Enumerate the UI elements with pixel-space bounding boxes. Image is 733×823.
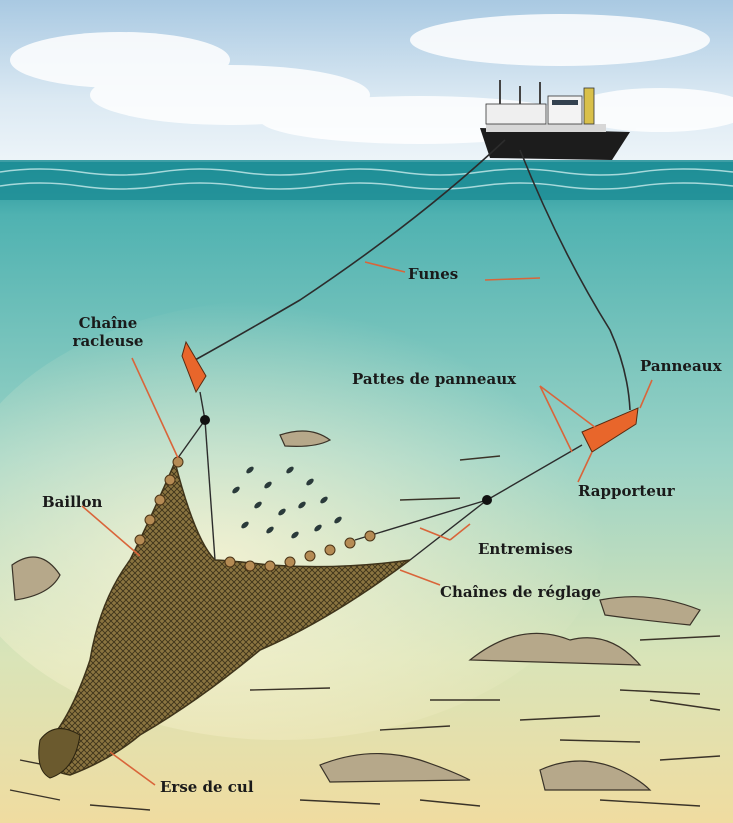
label-baillon: Baillon (42, 493, 102, 511)
connector-left (200, 415, 210, 425)
label-entremises: Entremises (478, 540, 573, 558)
label-chaine-racleuse-line2: racleuse (58, 332, 158, 350)
sea-surface (0, 160, 733, 200)
label-erse-de-cul: Erse de cul (160, 778, 254, 796)
label-panneaux: Panneaux (640, 357, 722, 375)
label-pattes-de-panneaux: Pattes de panneaux (352, 370, 516, 388)
label-funes: Funes (408, 265, 458, 283)
label-rapporteur: Rapporteur (578, 482, 675, 500)
label-chaine-racleuse: Chaîne racleuse (58, 314, 158, 350)
label-chaine-racleuse-line1: Chaîne (58, 314, 158, 332)
label-chaines-de-reglage: Chaînes de réglage (440, 583, 601, 601)
connector-right (482, 495, 492, 505)
